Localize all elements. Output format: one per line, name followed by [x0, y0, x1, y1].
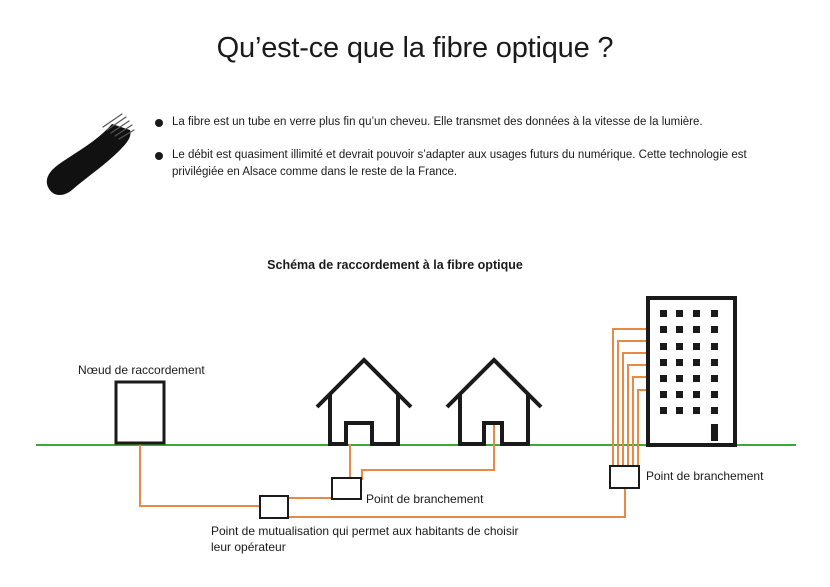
page-title: Qu’est-ce que la fibre optique ? — [216, 32, 614, 64]
point-branchement-maisons-label: Point de branchement — [366, 492, 484, 506]
diagram-title: Schéma de raccordement à la fibre optiqu… — [267, 258, 523, 272]
bullet-dot-icon — [155, 119, 163, 127]
bullet-dot-icon — [155, 152, 163, 160]
point-branchement-immeuble-box — [609, 465, 640, 489]
house-icon — [315, 357, 413, 446]
fiber-connections — [139, 328, 654, 519]
point-branchement-maisons-box — [331, 477, 362, 500]
point-mutualisation-label: Point de mutualisation qui permet aux ha… — [211, 524, 519, 554]
fiber-cable-icon — [46, 113, 135, 196]
point-mutualisation-box — [259, 495, 289, 519]
point-branchement-immeuble-label: Point de branchement — [646, 469, 764, 483]
noeud-raccordement-label: Nœud de raccordement — [78, 363, 205, 377]
house-icon — [445, 357, 543, 446]
bullet-item: Le débit est quasiment illimité et devra… — [155, 147, 795, 181]
building-icon — [646, 296, 737, 447]
bullet-text: Le débit est quasiment illimité et devra… — [172, 149, 747, 178]
bullet-item: La fibre est un tube en verre plus fin q… — [155, 114, 795, 131]
noeud-raccordement-box — [114, 380, 166, 445]
bullet-text: La fibre est un tube en verre plus fin q… — [172, 116, 703, 128]
